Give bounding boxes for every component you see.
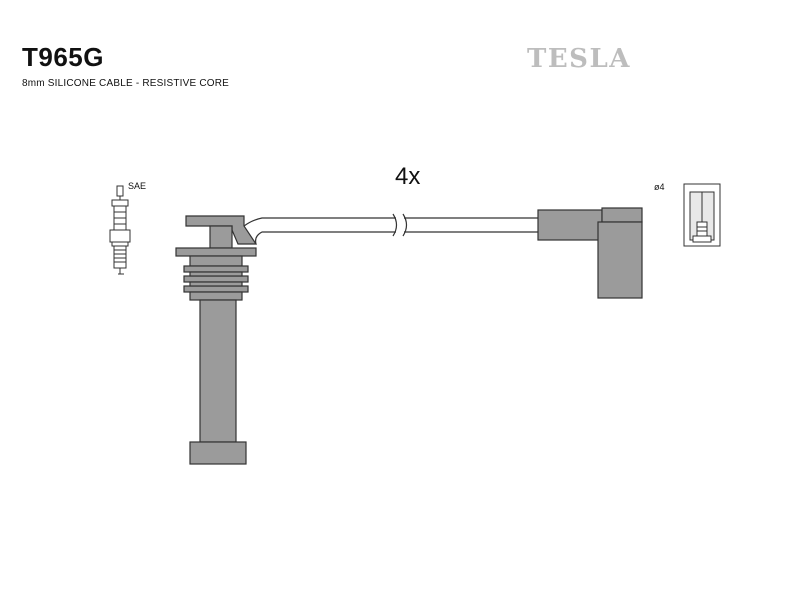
spark-plug-icon	[109, 185, 131, 275]
cable	[243, 213, 538, 245]
sae-label: SAE	[128, 181, 147, 191]
terminal-diameter-label: ø4	[654, 182, 665, 192]
brand-logo: TESLA	[527, 44, 631, 74]
cable-description: 8mm SILICONE CABLE - RESISTIVE CORE	[22, 78, 230, 89]
quantity-label: 4x	[395, 163, 421, 190]
part-number: T965G	[22, 42, 104, 72]
terminal-detail-icon	[683, 183, 721, 247]
plug-boot	[175, 215, 258, 465]
terminal-boot	[537, 207, 643, 299]
